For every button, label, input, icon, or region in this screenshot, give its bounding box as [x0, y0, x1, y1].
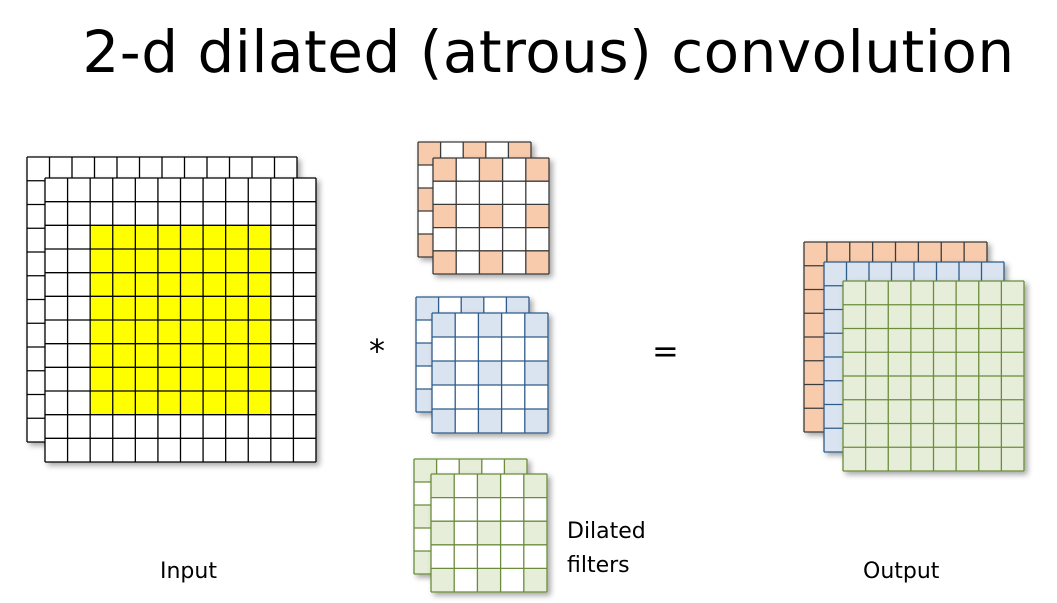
input-grid-front [44, 177, 317, 463]
output-grid-3 [842, 280, 1025, 472]
filters-label-line1: Dilated [567, 519, 646, 544]
filters-label-line2: filters [567, 553, 630, 578]
equals-operator: = [652, 332, 679, 370]
page-title: 2-d dilated (atrous) convolution [82, 18, 1015, 86]
filter2-grid-front [431, 312, 549, 434]
output-label: Output [863, 559, 940, 584]
filter1-grid-front [432, 157, 550, 275]
convolve-operator: * [369, 332, 385, 370]
input-label: Input [160, 559, 217, 584]
filter3-grid-front [430, 473, 548, 593]
